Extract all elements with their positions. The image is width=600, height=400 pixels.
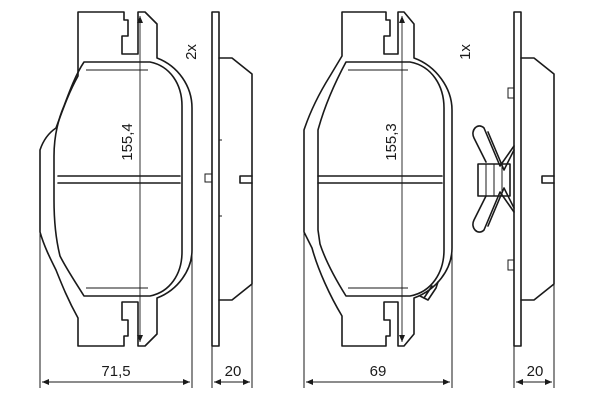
left-pad-width-dimension: 71,5 [39, 232, 193, 388]
left-pad-side-view [204, 11, 253, 347]
left-pad-front-view [39, 11, 193, 347]
left-pad-width-label: 71,5 [101, 363, 130, 380]
left-pad-thickness-label: 20 [225, 363, 242, 380]
left-pad-height-dimension: 155,4 [119, 16, 143, 342]
spring-clip [472, 125, 515, 233]
left-pad-quantity: 2x [183, 44, 200, 60]
right-pad-thickness-label: 20 [527, 363, 544, 380]
right-pad-height-label: 155,3 [383, 123, 400, 161]
right-pad-width-label: 69 [370, 363, 387, 380]
right-pad-quantity: 1x [457, 44, 474, 60]
right-pad-side-view [507, 11, 555, 347]
right-pad-thickness-dimension: 20 [513, 284, 555, 388]
right-pad-front-view [303, 11, 453, 347]
left-pad-thickness-dimension: 20 [211, 284, 253, 388]
left-pad-height-label: 155,4 [119, 123, 136, 161]
right-pad-height-dimension: 155,3 [383, 16, 405, 342]
right-pad-width-dimension: 69 [303, 232, 453, 388]
